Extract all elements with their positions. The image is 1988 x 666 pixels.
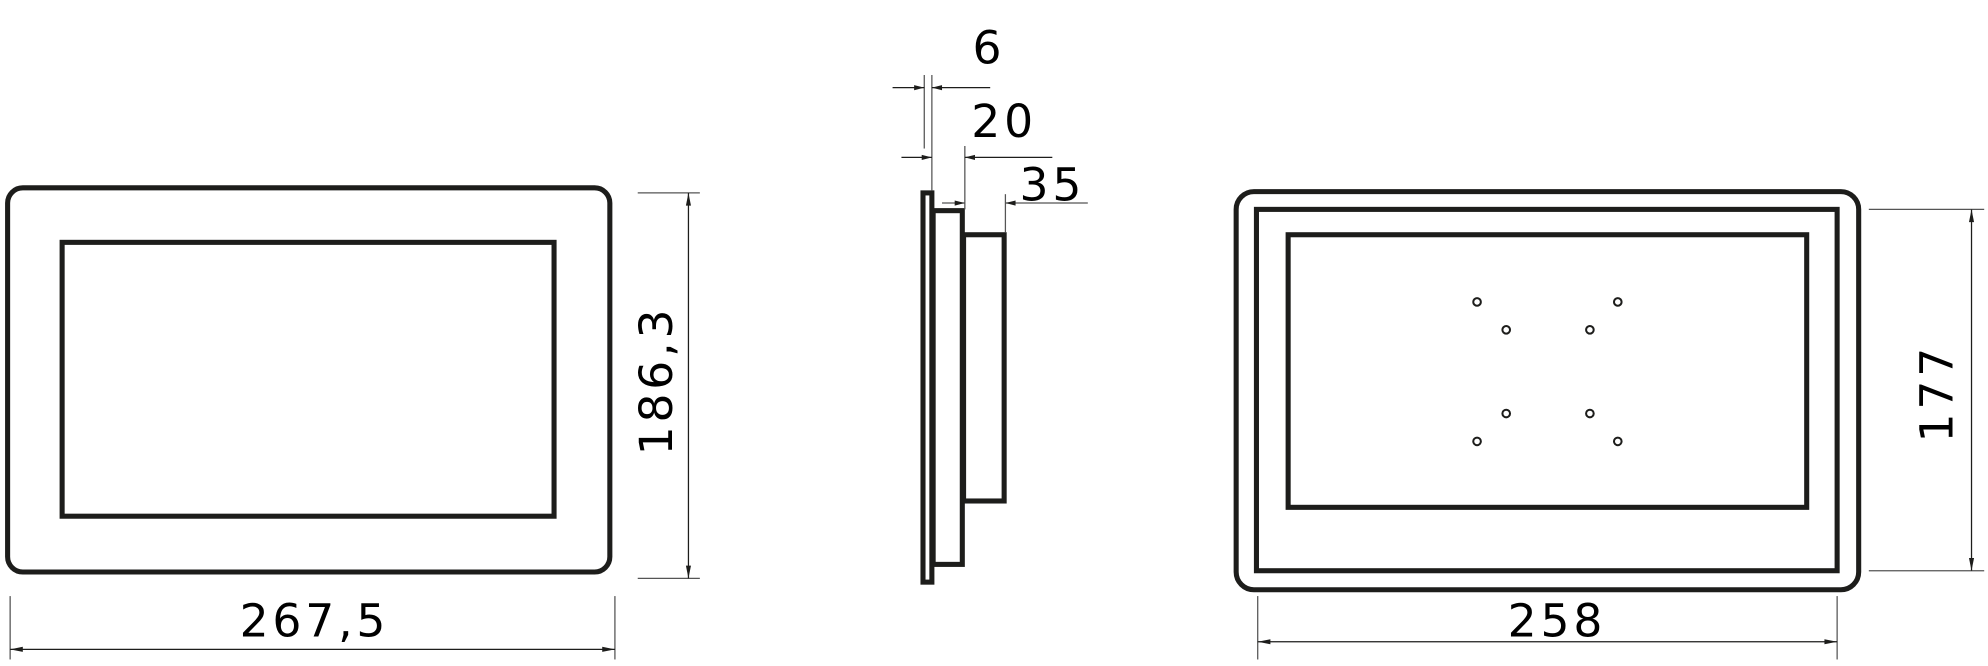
depth-label-20: 20	[971, 95, 1037, 148]
rear-view: 258 177	[1233, 189, 1985, 660]
mount-hole	[1472, 436, 1482, 447]
depth-label-6: 6	[973, 22, 1006, 75]
side-front-plate	[920, 190, 935, 585]
rear-panel	[1285, 232, 1810, 510]
rear-outer-frame	[1233, 189, 1862, 593]
front-width-label: 267,5	[240, 595, 390, 648]
mount-hole	[1585, 408, 1595, 419]
mount-hole	[1585, 325, 1595, 335]
side-middle-body	[930, 208, 965, 567]
front-bezel	[5, 185, 613, 575]
side-rear-body	[961, 232, 1007, 504]
front-height-label: 186,3	[630, 306, 683, 456]
rear-height-label: 177	[1911, 344, 1964, 442]
side-view: 6 20 35	[892, 22, 1088, 585]
rear-inner-frame	[1253, 206, 1840, 574]
mount-hole	[1472, 297, 1482, 307]
mount-hole	[1501, 325, 1512, 335]
mount-hole	[1501, 408, 1512, 419]
depth-label-35: 35	[1019, 159, 1085, 212]
front-view: 267,5 186,3	[5, 185, 700, 660]
front-screen	[59, 239, 557, 519]
mount-hole	[1612, 436, 1623, 447]
mount-hole	[1612, 297, 1623, 307]
rear-width-label: 258	[1508, 595, 1607, 648]
vesa-mount-holes	[1472, 297, 1623, 447]
